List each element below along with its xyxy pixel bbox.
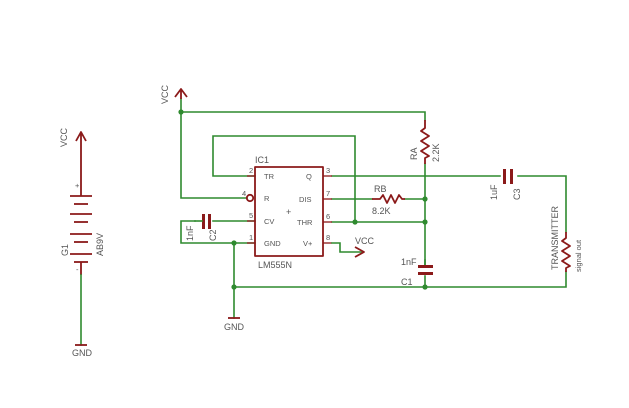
c3-plate xyxy=(510,169,513,184)
pin-reset-inverter xyxy=(245,193,255,203)
c1-value: 1nF xyxy=(401,257,417,267)
pin-dis-label: DIS xyxy=(299,195,312,204)
trigger-threshold-loop-wire xyxy=(212,135,356,223)
ic1-part: LM555N xyxy=(258,260,292,270)
c3-plate xyxy=(503,169,506,184)
transmitter-name: TRANSMITTER xyxy=(550,206,560,270)
vcc-label: VCC xyxy=(160,84,170,104)
pin-number: 7 xyxy=(326,189,330,198)
battery-minus-sign: - xyxy=(76,265,79,274)
junction-dot xyxy=(422,284,428,290)
junction-dot xyxy=(231,240,237,246)
pin-gnd-label: GND xyxy=(264,239,281,248)
pin-number: 6 xyxy=(326,212,330,221)
gnd-label: GND xyxy=(224,322,245,332)
capacitor-c3: 1uF C3 xyxy=(489,169,522,200)
transmitter-value: signal out xyxy=(574,239,583,272)
pin-cv-label: CV xyxy=(264,217,274,226)
junctions xyxy=(178,109,428,290)
ic1-lm555: IC1 LM555N + TR R CV GND 2 4 5 1 Q DIS T… xyxy=(242,155,375,270)
pin-number: 8 xyxy=(326,233,330,242)
c1-name: C1 xyxy=(401,277,413,287)
c2-gnd-wire xyxy=(180,220,256,244)
c1-plate xyxy=(418,272,433,275)
junction-dot xyxy=(231,284,237,290)
pin-r-label: R xyxy=(264,194,270,203)
pin-thr-label: THR xyxy=(297,218,313,227)
supply-symbols: VCC GND xyxy=(160,84,245,332)
ra-zigzag xyxy=(420,120,430,164)
pin-number: 4 xyxy=(242,189,246,198)
junction-dot xyxy=(422,196,428,202)
ic1-name: IC1 xyxy=(255,155,269,165)
battery-vcc-arrow xyxy=(75,131,87,181)
pin-number: 3 xyxy=(326,166,330,175)
reset-wire xyxy=(180,111,248,199)
capacitor-c1: 1nF C1 xyxy=(401,257,433,287)
c2-plate xyxy=(202,214,205,229)
pin-q-label: Q xyxy=(306,172,312,181)
junction-dot xyxy=(422,219,428,225)
battery-gnd-label: GND xyxy=(72,348,93,358)
battery-name: G1 xyxy=(60,244,70,256)
pin-tr-label: TR xyxy=(264,172,275,181)
ic1-body xyxy=(254,166,324,257)
rb-value: 8.2K xyxy=(372,206,391,216)
c1-plate xyxy=(418,265,433,268)
c2-plate xyxy=(208,214,211,229)
battery-vcc-label: VCC xyxy=(59,127,69,147)
vplus-vcc-wire xyxy=(331,242,362,253)
vplus-vcc-arrow xyxy=(354,246,365,258)
c3-name: C3 xyxy=(512,188,522,200)
c2-value: 1nF xyxy=(185,225,195,241)
ra-value: 2.2K xyxy=(431,143,441,162)
resistor-ra: RA 2.2K xyxy=(409,120,441,164)
pin-number: 2 xyxy=(249,166,253,175)
pin-vplus-label: V+ xyxy=(303,239,313,248)
resistor-rb: RB 8.2K xyxy=(372,184,405,216)
c3-transmitter-wire xyxy=(517,175,567,233)
transmitter-output: TRANSMITTER signal out xyxy=(550,206,583,272)
c2-name: C2 xyxy=(208,229,218,241)
ra-name: RA xyxy=(409,147,419,160)
vcc-arrow xyxy=(174,88,188,99)
vcc-rail-wire xyxy=(180,98,426,121)
gnd-rail-wire xyxy=(233,271,567,288)
junction-dot xyxy=(178,109,184,115)
c3-value: 1uF xyxy=(489,184,499,200)
capacitor-c2: 1nF C2 xyxy=(185,214,218,241)
junction-dot xyxy=(352,219,358,225)
battery-plus-sign: + xyxy=(75,181,80,190)
transmitter-zigzag xyxy=(561,232,571,272)
battery-value: AB9V xyxy=(95,233,105,256)
vplus-vcc-label: VCC xyxy=(355,236,375,246)
rb-zigzag xyxy=(372,194,405,204)
pin-number: 1 xyxy=(249,233,253,242)
battery-g1: VCC + - G1 AB9V GND xyxy=(59,127,105,358)
rb-name: RB xyxy=(374,184,387,194)
ic1-plus-sign: + xyxy=(286,207,291,217)
pin-number: 5 xyxy=(249,211,253,220)
